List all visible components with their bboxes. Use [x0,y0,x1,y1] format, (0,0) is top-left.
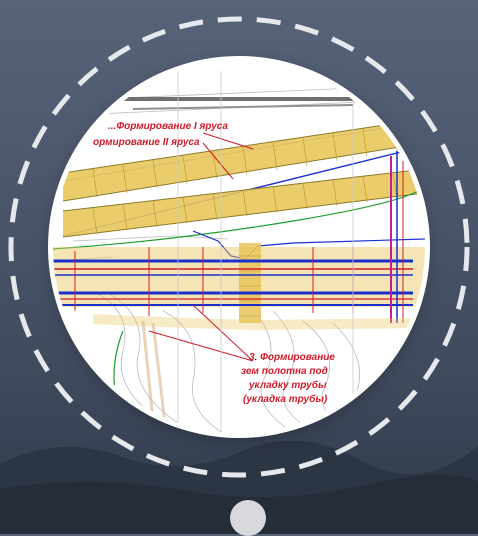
label-tier-1: ...Формирование I яруса [108,121,228,132]
tier-2-band [63,169,425,237]
label-tier-2: ормирование II яруса [93,137,200,148]
pager-dot[interactable] [230,500,266,536]
drawing-preview[interactable]: ...Формирование I яруса ормирование II я… [53,61,425,433]
label-step-3-line-4: (укладка трубы) [243,394,328,405]
green-line [53,185,425,250]
tier-1-band [63,119,425,201]
section-markers [390,151,404,323]
label-step-3-line-2: зем полотна под [241,366,328,377]
engineering-drawing [53,71,425,433]
annotation-leaders [148,132,254,362]
label-step-3-line-1: 3. Формирование [249,352,335,363]
tier-hatching [92,123,398,235]
label-step-3-line-3: укладку трубы [249,380,327,391]
pipe-column [239,243,261,323]
